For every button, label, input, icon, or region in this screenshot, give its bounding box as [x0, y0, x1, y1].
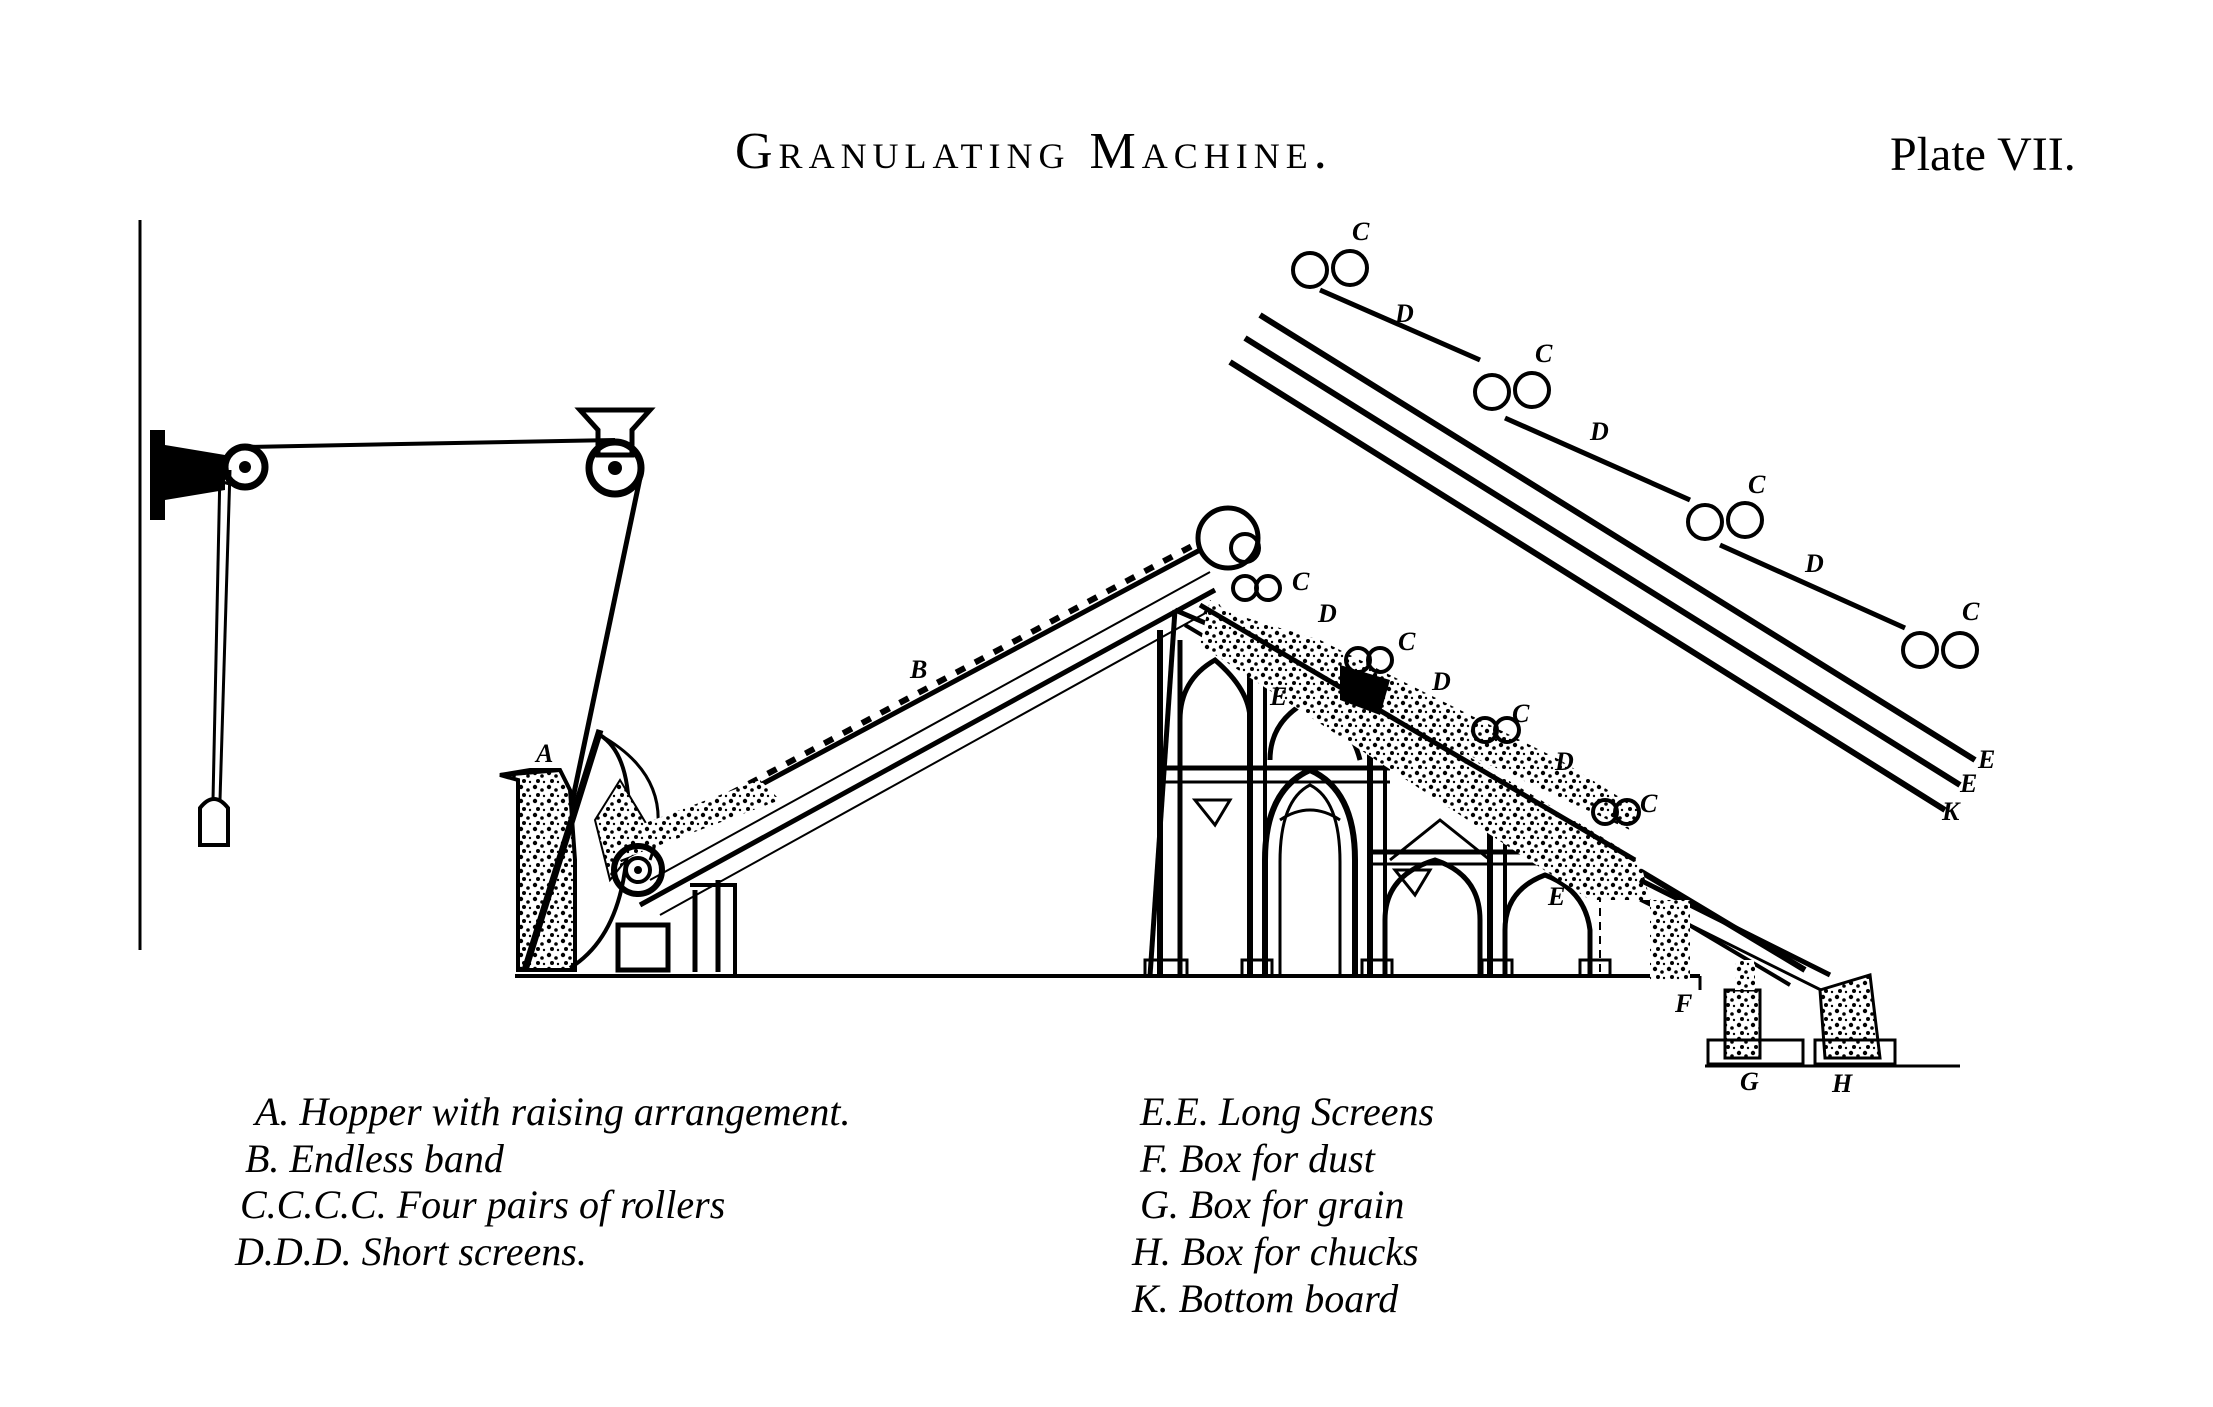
label-c: C — [1292, 567, 1310, 596]
band-cleat — [935, 675, 948, 686]
legend-item: E.E. Long Screens — [1139, 1089, 1434, 1134]
band-cleat — [1067, 604, 1080, 615]
legend-right: E.E. Long Screens F. Box for dust G. Box… — [1131, 1089, 1434, 1321]
label-a: A — [534, 739, 553, 768]
band-cleat — [1124, 574, 1136, 585]
label-c: C — [1535, 339, 1553, 368]
hopper — [499, 728, 660, 972]
label-e: E — [1977, 745, 1995, 774]
band-cleat — [1086, 594, 1099, 605]
detached-screens — [1228, 249, 1979, 813]
band-cleat — [1143, 564, 1155, 575]
legend-left: A. Hopper with raising arrangement. B. E… — [234, 1089, 851, 1274]
label-c: C — [1962, 597, 1980, 626]
label-c: C — [1398, 627, 1416, 656]
band-cleat — [917, 685, 929, 696]
legend-item: A. Hopper with raising arrangement. — [252, 1089, 851, 1134]
legend-item: G. Box for grain — [1140, 1182, 1404, 1227]
legend-item: B. Endless band — [245, 1136, 505, 1181]
label-e: E — [1959, 769, 1977, 798]
legend-item: K. Bottom board — [1131, 1276, 1399, 1321]
band-cleat — [973, 655, 986, 666]
label-e: E — [1269, 682, 1287, 711]
label-c: C — [1512, 699, 1530, 728]
label-e: E — [1547, 882, 1565, 911]
legend-item: F. Box for dust — [1139, 1136, 1376, 1181]
plate-number: Plate VII. — [1890, 128, 2076, 181]
band-cleat — [1180, 543, 1193, 554]
plate-title: Granulating Machine. — [735, 123, 1333, 180]
band-cleat — [992, 644, 1005, 655]
endless-band — [600, 505, 1261, 975]
band-cleat — [1105, 584, 1118, 595]
machine-screens — [1198, 574, 1832, 994]
band-cleat — [1048, 614, 1061, 625]
label-d: D — [1554, 747, 1574, 776]
label-d: D — [1394, 299, 1414, 328]
band-cleat — [860, 715, 873, 726]
label-c: C — [1748, 470, 1766, 499]
label-k: K — [1941, 797, 1961, 826]
label-b: B — [909, 655, 927, 684]
legend-item: C.C.C.C. Four pairs of rollers — [240, 1182, 725, 1227]
label-d: D — [1804, 549, 1824, 578]
band-cleat — [766, 766, 778, 777]
label-c: C — [1640, 789, 1658, 818]
label-d: D — [1317, 599, 1337, 628]
band-cleat — [1162, 553, 1174, 564]
collection-boxes — [1705, 960, 1960, 1068]
band-cleat — [803, 746, 816, 757]
band-cleat — [785, 756, 797, 767]
band-cleat — [1011, 634, 1023, 645]
label-c: C — [1352, 217, 1370, 246]
raising-arrangement — [138, 220, 656, 950]
band-cleat — [879, 705, 891, 716]
legend-item: H. Box for chucks — [1131, 1229, 1419, 1274]
label-d: D — [1431, 667, 1451, 696]
label-g: G — [1740, 1067, 1759, 1096]
band-cleat — [822, 736, 835, 747]
label-h: H — [1831, 1069, 1853, 1098]
label-f: F — [1674, 989, 1692, 1018]
band-cleat — [898, 695, 910, 706]
band-cleat — [1030, 624, 1042, 635]
legend-item: D.D.D. Short screens. — [234, 1229, 587, 1274]
band-cleat — [841, 725, 854, 736]
label-d: D — [1589, 417, 1609, 446]
band-cleat — [954, 665, 967, 676]
